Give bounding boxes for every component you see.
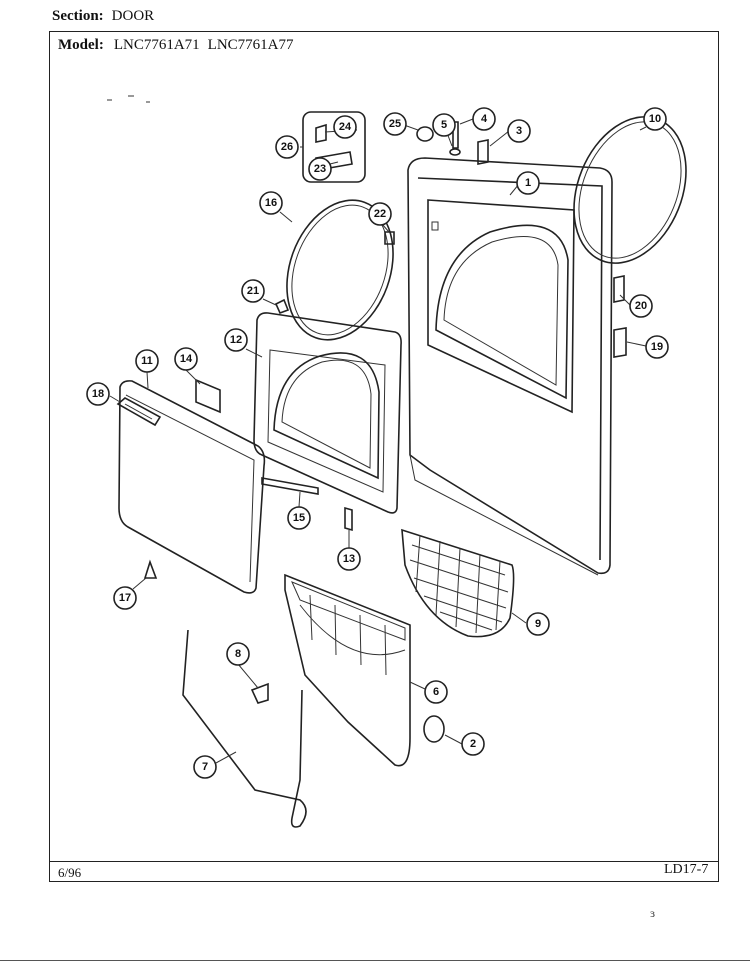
callout-5: 5 [432, 113, 456, 137]
part-17-bumper [143, 559, 158, 579]
part-11-door-panel [118, 380, 266, 594]
diagram-frame [49, 31, 719, 882]
stray-mark: ɜ [650, 906, 656, 920]
callout-11: 11 [135, 349, 159, 373]
svg-text:5: 5 [441, 119, 447, 131]
callout-26: 26 [275, 135, 299, 159]
part-2-o-ring [423, 715, 445, 743]
callout-15: 15 [287, 506, 311, 530]
callout-16: 16 [259, 191, 283, 215]
part-6-lint-duct [284, 573, 411, 767]
callout-25: 25 [383, 112, 407, 136]
svg-text:3: 3 [516, 125, 522, 137]
callout-6: 6 [424, 680, 448, 704]
part-3-bracket [477, 139, 489, 165]
callout-12: 12 [224, 328, 248, 352]
part-5-washer [449, 148, 461, 156]
callout-1: 1 [516, 171, 540, 195]
section-label: Section: [52, 8, 104, 24]
footer-date: 6/96 [58, 865, 82, 880]
stray-marks [107, 95, 150, 103]
callout-2: 2 [461, 732, 485, 756]
part-13-latch-strike [344, 506, 353, 532]
svg-text:15: 15 [293, 512, 305, 524]
svg-text:24: 24 [339, 121, 352, 133]
callout-8: 8 [226, 642, 250, 666]
part-14-pad [195, 378, 221, 414]
callout-9: 9 [526, 612, 550, 636]
callout-23: 23 [308, 157, 332, 181]
svg-text:17: 17 [119, 592, 131, 604]
part-18-door-handle [116, 397, 162, 427]
svg-text:6: 6 [433, 686, 439, 698]
svg-text:22: 22 [374, 208, 386, 220]
svg-text:25: 25 [389, 118, 401, 130]
part-4-pin [452, 121, 459, 149]
bottom-rule [0, 960, 750, 961]
callout-7: 7 [193, 755, 217, 779]
model-number-2: LNC7761A77 [207, 37, 294, 53]
footer-page-code: LD17-7 [664, 862, 709, 877]
part-19-hinge [613, 327, 627, 358]
svg-text:1: 1 [525, 177, 531, 189]
callout-4: 4 [472, 107, 496, 131]
svg-text:2: 2 [470, 738, 476, 750]
callout-18: 18 [86, 382, 110, 406]
section-value: DOOR [111, 8, 155, 24]
part-22-clip [384, 231, 395, 245]
svg-text:7: 7 [202, 761, 208, 773]
svg-text:19: 19 [651, 341, 663, 353]
callout-3: 3 [507, 119, 531, 143]
svg-text:4: 4 [481, 113, 488, 125]
part-16-inner-gasket [286, 199, 394, 341]
svg-text:18: 18 [92, 388, 104, 400]
svg-text:13: 13 [343, 553, 355, 565]
svg-text:20: 20 [635, 300, 647, 312]
svg-text:10: 10 [649, 113, 661, 125]
part-1-outer-door-panel [407, 157, 613, 576]
callout-22: 22 [368, 202, 392, 226]
callout-21: 21 [241, 279, 265, 303]
callout-20: 20 [629, 294, 653, 318]
svg-text:16: 16 [265, 197, 277, 209]
part-25-cap [416, 126, 434, 142]
callout-24: 24 [333, 115, 357, 139]
model-heading: Model: LNC7761A71 LNC7761A77 [58, 37, 294, 54]
footer-rule [49, 861, 719, 862]
svg-text:8: 8 [235, 648, 241, 660]
part-9-lint-screen [401, 528, 515, 638]
part-21-clip [274, 298, 290, 315]
callout-19: 19 [645, 335, 669, 359]
svg-text:21: 21 [247, 285, 259, 297]
callout-17: 17 [113, 586, 137, 610]
svg-text:14: 14 [180, 353, 193, 365]
model-number-1: LNC7761A71 [113, 37, 200, 53]
model-label: Model: [58, 37, 104, 53]
part-7-seal-wire [182, 629, 307, 828]
svg-text:23: 23 [314, 163, 326, 175]
callout-13: 13 [337, 547, 361, 571]
part-20-hinge [613, 275, 625, 303]
svg-text:11: 11 [141, 355, 153, 367]
svg-text:26: 26 [281, 141, 293, 153]
part-15-strip [261, 477, 319, 495]
svg-text:9: 9 [535, 618, 541, 630]
callout-14: 14 [174, 347, 198, 371]
callout-10: 10 [643, 107, 667, 131]
part-10-door-gasket [573, 116, 687, 264]
section-heading: Section: DOOR [52, 8, 154, 25]
svg-text:12: 12 [230, 334, 242, 346]
part-8-clip [250, 682, 269, 704]
part-12-inner-door-frame [253, 312, 402, 514]
